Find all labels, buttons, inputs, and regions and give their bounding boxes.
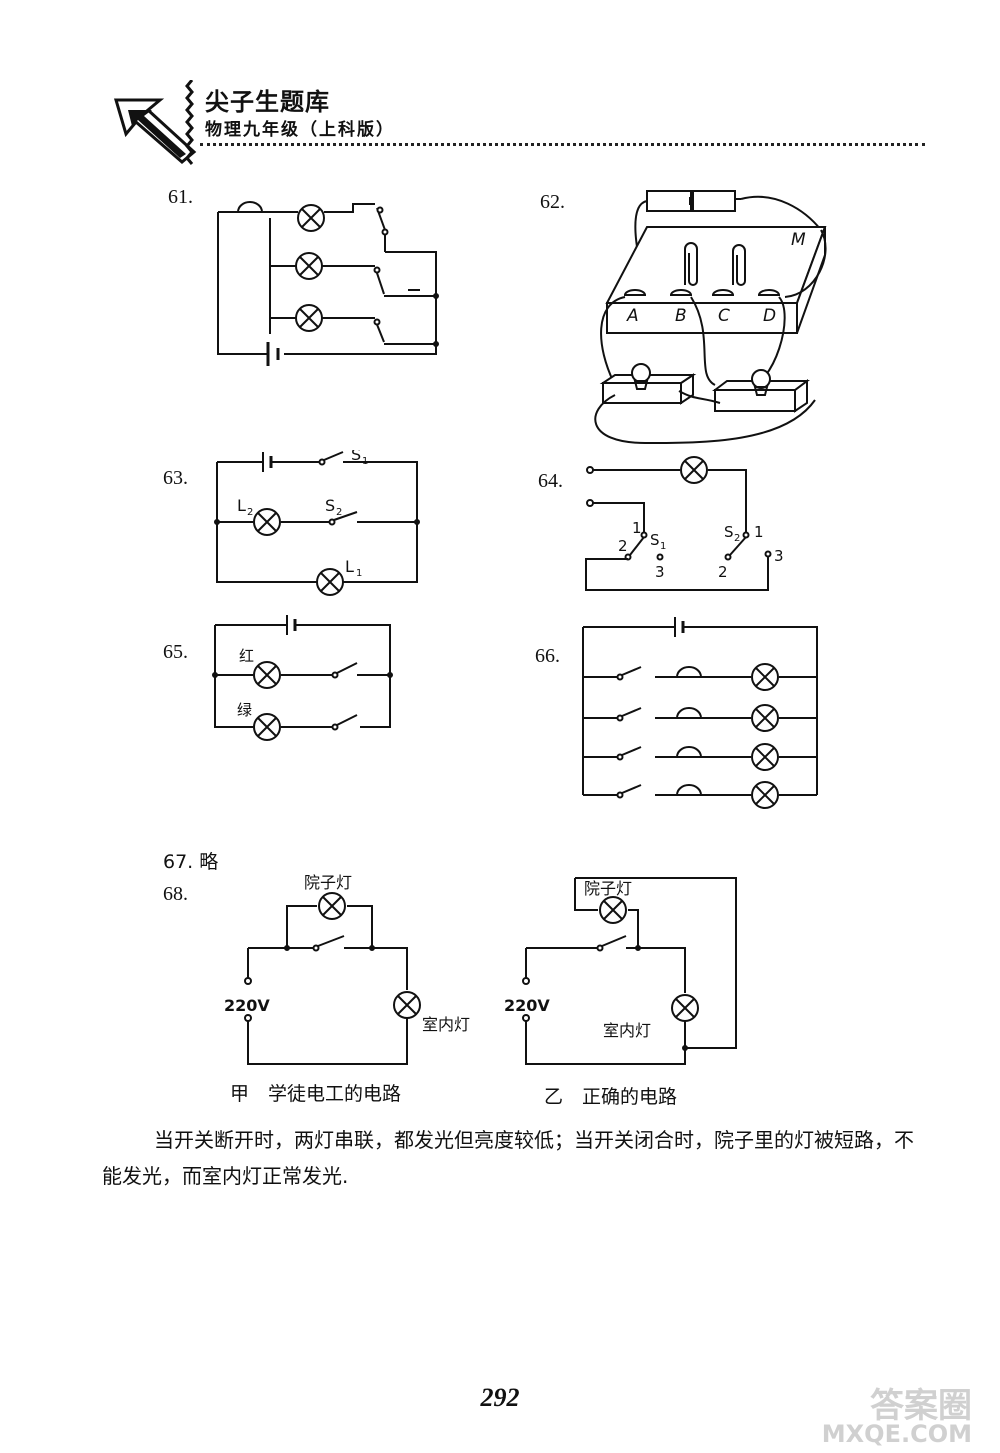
fig66-branch-3: [583, 743, 817, 771]
fig62-label-a: A: [626, 306, 639, 326]
fig65-green-label: 绿: [237, 701, 252, 719]
fig63-s2-label: S: [325, 496, 335, 515]
fig64-s1-sub: 1: [660, 541, 666, 552]
fig62-label-b: B: [675, 306, 687, 326]
header-zigzag-border: [185, 80, 194, 165]
question-65-number: 65.: [163, 641, 188, 663]
watermark-url-text: MXQE.COM: [821, 1420, 972, 1448]
figure-62-apparatus: A B C D M: [594, 190, 827, 445]
fig63-l1-label: L: [345, 557, 354, 576]
question-63-number: 63.: [163, 467, 188, 489]
fig68a-yard-lamp-label: 院子灯: [304, 873, 352, 892]
fig66-branch-4: [583, 781, 817, 809]
book-subtitle: 物理九年级（上科版）: [205, 120, 395, 140]
figure-66-circuit: [582, 617, 818, 809]
fig64-s1-term3: 3: [655, 563, 665, 581]
question-64-number: 64.: [538, 470, 563, 492]
fig65-red-label: 红: [239, 647, 254, 665]
question-68-number: 68.: [163, 883, 188, 905]
fig63-s1-label: S: [351, 450, 361, 464]
fig64-s2-sub: 2: [734, 533, 740, 544]
fig63-l1-sub: 1: [356, 568, 362, 579]
figure-68a-circuit: 院子灯 220V 室内灯: [224, 873, 470, 1065]
figure-63-circuit: S 1 S 2 L 2 L 1: [214, 450, 420, 596]
page-number: 292: [480, 1383, 520, 1412]
figure-61-circuit: [217, 201, 439, 366]
fig64-s1-label: S: [650, 531, 660, 549]
fig68a-indoor-lamp-label: 室内灯: [422, 1015, 470, 1034]
header-dotted-rule: [200, 143, 925, 146]
question-67-answer: 67. 略: [163, 851, 219, 873]
fig64-s1-term1: 1: [632, 519, 642, 537]
answer-paragraph: 当开关断开时，两灯串联，都发光但亮度较低；当开关闭合时，院子里的灯被短路，不能发…: [102, 1122, 922, 1194]
fig66-branch-2: [583, 704, 817, 732]
fig63-s2-sub: 2: [336, 507, 342, 518]
fig66-branch-1: [583, 663, 817, 691]
fig68b-yard-lamp-label: 院子灯: [584, 879, 632, 898]
figure-68b-circuit: 院子灯 220V 室内灯: [504, 877, 737, 1065]
fig64-s2-term3: 3: [774, 547, 784, 565]
fig68a-caption: 甲 学徒电工的电路: [230, 1083, 402, 1105]
fig68a-voltage-label: 220V: [224, 996, 270, 1015]
question-66-number: 66.: [535, 645, 560, 667]
fig62-label-d: D: [763, 306, 776, 326]
fig63-l2-label: L: [237, 496, 246, 515]
question-61-number: 61.: [168, 186, 193, 208]
question-62-number: 62.: [540, 191, 565, 213]
fig64-s2-term1: 1: [754, 523, 764, 541]
figure-65-circuit: 红 绿: [212, 615, 393, 741]
fig63-l2-sub: 2: [247, 507, 253, 518]
watermark-logo-text: 答案圈: [870, 1386, 972, 1426]
fig68b-indoor-lamp-label: 室内灯: [603, 1021, 651, 1040]
fig68b-voltage-label: 220V: [504, 996, 550, 1015]
answer-text: 当开关断开时，两灯串联，都发光但亮度较低；当开关闭合时，院子里的灯被短路，不能发…: [102, 1128, 914, 1188]
fig63-s1-sub: 1: [362, 456, 368, 467]
figure-64-circuit: 1 2 3 S 1 S 2 1 2 3: [585, 456, 784, 591]
fig62-label-m: M: [791, 230, 806, 250]
fig68b-caption: 乙 正确的电路: [544, 1086, 678, 1108]
fig64-s1-term2: 2: [618, 537, 628, 555]
fig64-s2-label: S: [724, 523, 734, 541]
fig64-s2-term2: 2: [718, 563, 728, 581]
fig62-label-c: C: [718, 306, 730, 326]
book-title: 尖子生题库: [205, 88, 330, 116]
